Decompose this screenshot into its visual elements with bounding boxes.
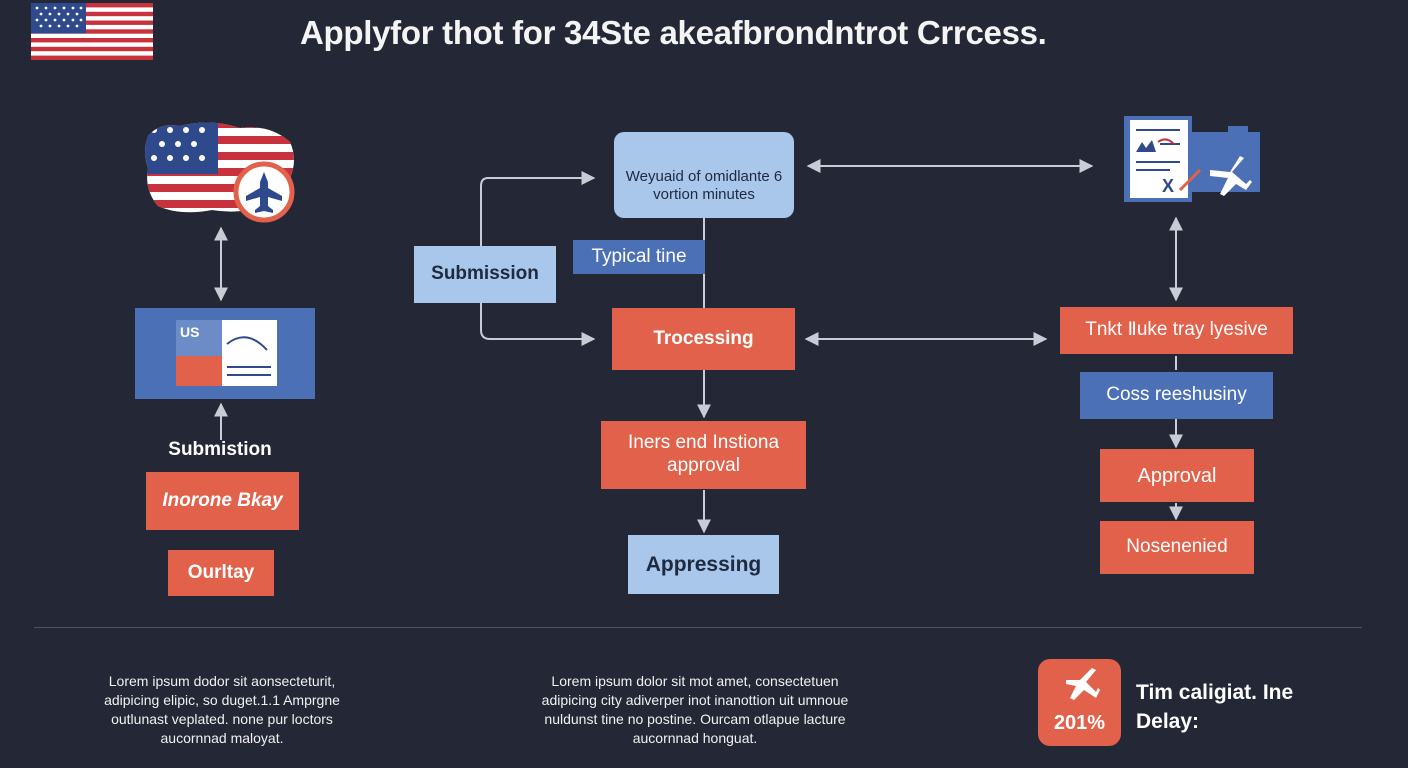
document-airplane-icon: X [1124, 116, 1260, 202]
submission-box: Submission [414, 246, 556, 303]
footer-divider [34, 627, 1362, 628]
us-map-airplane-icon [145, 122, 295, 223]
footer-paragraph-2: Lorem ipsum dolor sit mot amet, consecte… [541, 673, 849, 746]
document-line [227, 374, 271, 376]
left-box-delay: Inorone Bkay [146, 472, 299, 530]
left-box-overlay: Ourltay [168, 550, 274, 596]
left-submission-label: Submistion [168, 438, 272, 460]
right-box-denied: Nosenenied [1100, 521, 1254, 574]
right-box-1: Tnkt Ⅱuke tray lyesive [1060, 307, 1293, 354]
right-box-approval: Approval [1100, 449, 1254, 502]
document-label: US [180, 324, 200, 340]
typical-time-label: Typical tine [573, 240, 705, 274]
airplane-icon [1066, 668, 1100, 700]
svg-text:X: X [1162, 176, 1174, 196]
us-flag-icon [31, 3, 153, 60]
stat-value: 201% [1053, 712, 1106, 734]
stat-label: Tim caligiat. Ine Delay: [1136, 681, 1294, 734]
approval-box: Iners end Instiona approval [601, 421, 806, 489]
us-document-icon: US [135, 308, 315, 399]
curve-arrow-icon [226, 336, 268, 351]
processing-box: Trocessing [612, 308, 795, 370]
stat-badge [1038, 659, 1121, 746]
page-title: Applyfor thot for 34Ste akeafbrondntrot … [300, 14, 1047, 51]
document-header-block [176, 320, 222, 356]
document-line [227, 366, 271, 368]
middle-top-box: Weyuaid of omidlante 6 vortion minutes [614, 132, 794, 218]
footer-paragraph-1: Lorem ipsum dodor sit aonsecteturit, adi… [104, 673, 340, 746]
right-box-2: Coss reeshusiny [1080, 372, 1273, 419]
appressing-box: Appressing [628, 535, 779, 594]
document-red-block [176, 356, 222, 386]
